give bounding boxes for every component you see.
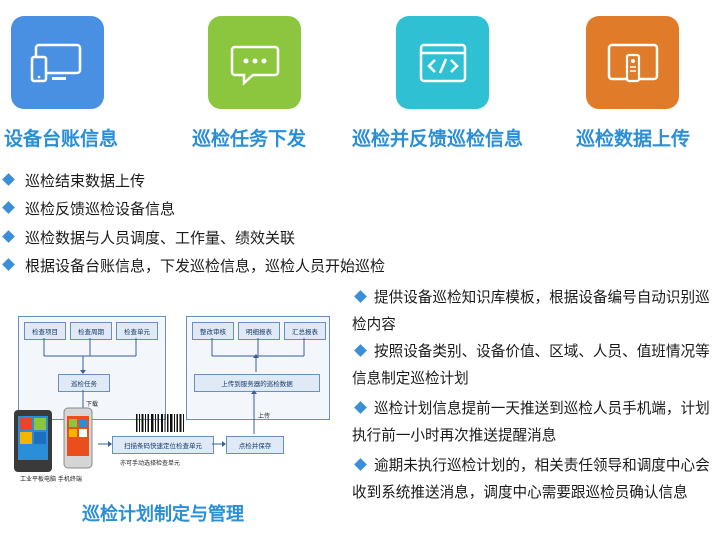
diamond-icon — [354, 400, 367, 414]
right-paragraph: 巡检计划信息提前一天推送到巡检人员手机端，计划执行前一小时再次推送提醒消息 — [352, 400, 710, 444]
flow-box-check-cycle: 检查周期 — [70, 322, 112, 340]
tile-task-dispatch — [208, 16, 301, 109]
right-paragraph: 提供设备巡检知识库模板，根据设备编号自动识别巡检内容 — [352, 289, 710, 333]
code-window-icon — [419, 43, 466, 82]
bullet-item: 巡检结束数据上传 — [2, 171, 145, 191]
diamond-icon — [2, 258, 15, 271]
flow-box-task: 巡检任务 — [58, 374, 110, 392]
flow-connectors — [14, 338, 305, 472]
device-label: 工业平板电脑 手机终端 — [20, 476, 82, 483]
diamond-icon — [354, 289, 367, 303]
right-paragraph: 逾期未执行巡检计划的，相关责任领导和调度中心会收到系统推送消息，调度中心需要跟巡… — [352, 457, 710, 501]
tile-caption: 巡检数据上传 — [576, 128, 691, 150]
bullet-item: 巡检数据与人员调度、工作量、绩效关联 — [2, 228, 295, 248]
diamond-icon — [2, 201, 15, 214]
diagram-caption: 巡检计划制定与管理 — [82, 504, 244, 525]
right-paragraph: 按照设备类别、设备价值、区域、人员、值班情况等信息制定巡检计划 — [352, 343, 710, 387]
manual-select-label: 亦可手动选择检查单元 — [120, 460, 181, 467]
flow-box-summary-report: 汇总报表 — [284, 322, 326, 340]
tile-caption: 巡检并反馈巡检信息 — [352, 128, 524, 150]
download-label: 下载 — [86, 401, 99, 408]
diamond-icon — [354, 457, 367, 471]
tile-device-ledger — [11, 16, 104, 109]
tile-caption: 巡检任务下发 — [192, 128, 307, 150]
flow-diagram: 检查项目 检查周期 检查单元 整改审核 明细报表 汇总报表 巡检任务 上传到服务… — [0, 298, 346, 494]
bullet-item: 根据设备台账信息，下发巡检信息，巡检人员开始巡检 — [2, 256, 385, 276]
upload-label: 上传 — [258, 413, 271, 420]
flow-box-detail-report: 明细报表 — [238, 322, 280, 340]
chat-icon — [230, 45, 279, 86]
tablet-remote-icon — [607, 43, 658, 82]
flow-box-uploaded-data: 上传到服务器的巡检数据 — [194, 374, 320, 392]
diamond-icon — [2, 173, 15, 186]
barcode-icon — [136, 414, 184, 432]
phone-device-icon — [63, 407, 93, 469]
diamond-icon — [354, 343, 367, 357]
devices-icon — [30, 43, 81, 82]
flow-box-check-save: 点检并保存 — [226, 436, 284, 454]
tile-data-upload — [586, 16, 679, 109]
flow-box-check-item: 检查项目 — [24, 322, 66, 340]
flow-box-scan-barcode: 扫描条码快速定位检查单元 — [112, 436, 214, 454]
flow-box-check-unit: 检查单元 — [116, 322, 158, 340]
tile-inspection-feedback — [396, 16, 489, 109]
tablet-device-icon — [14, 410, 52, 472]
tile-caption: 设备台账信息 — [4, 128, 119, 150]
diamond-icon — [2, 230, 15, 243]
bullet-item: 巡检反馈巡检设备信息 — [2, 199, 175, 219]
flow-box-rectify-review: 整改审核 — [192, 322, 234, 340]
